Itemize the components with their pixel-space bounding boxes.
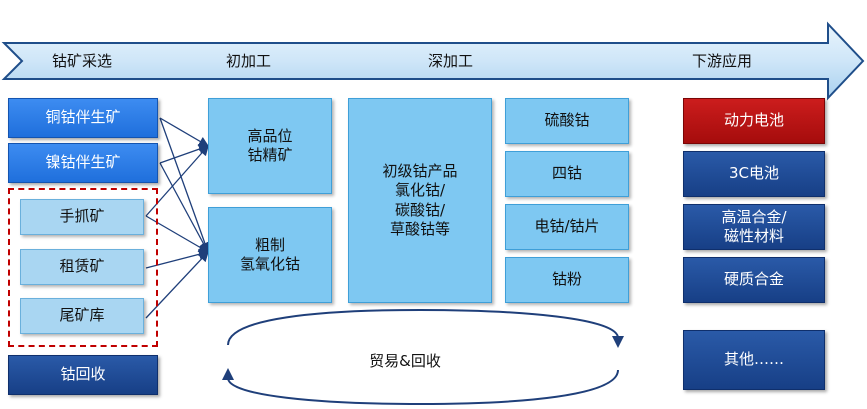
deep-line3: 碳酸钴/ — [394, 200, 446, 219]
hand-mining-label: 手抓矿 — [59, 207, 105, 226]
high-grade-concentrate-box: 高品位 钴精矿 — [208, 98, 332, 194]
cobalt-oxide-label: 四钴 — [551, 164, 582, 183]
hand-mining-box: 手抓矿 — [20, 199, 144, 235]
crude-line2: 氢氧化钴 — [239, 255, 300, 273]
tailings-box: 尾矿库 — [20, 298, 144, 334]
battery-3c-label: 3C电池 — [728, 164, 780, 183]
alloy-line2: 磁性材料 — [723, 227, 784, 245]
leased-mine-label: 租赁矿 — [59, 257, 105, 276]
primary-cobalt-products-box: 初级钴产品 氯化钴/ 碳酸钴/ 草酸钴等 — [348, 98, 492, 303]
nickel-cobalt-ore-box: 镍钴伴生矿 — [8, 143, 158, 183]
stage-downstream: 下游应用 — [692, 52, 753, 70]
alloy-line1: 高温合金/ — [721, 207, 787, 226]
high-grade-line2: 钴精矿 — [247, 146, 293, 164]
stage-primary: 初加工 — [226, 52, 272, 70]
cobalt-metal-box: 电钴/钴片 — [505, 204, 629, 250]
deep-line2: 氯化钴/ — [394, 181, 446, 199]
cobalt-sulfate-box: 硫酸钴 — [505, 98, 629, 144]
superalloy-magnetic-box: 高温合金/ 磁性材料 — [683, 204, 825, 250]
power-battery-box: 动力电池 — [683, 98, 825, 144]
tailings-label: 尾矿库 — [59, 306, 105, 325]
cobalt-recycling-box: 钴回收 — [8, 355, 158, 395]
nickel-cobalt-ore-label: 镍钴伴生矿 — [45, 153, 121, 172]
copper-cobalt-ore-label: 铜钴伴生矿 — [45, 108, 121, 127]
cobalt-powder-label: 钴粉 — [551, 270, 582, 289]
power-battery-label: 动力电池 — [723, 111, 784, 130]
deep-line1: 初级钴产品 — [382, 161, 458, 180]
copper-cobalt-ore-box: 铜钴伴生矿 — [8, 98, 158, 138]
stage-mining: 钴矿采选 — [52, 52, 113, 70]
cobalt-powder-box: 钴粉 — [505, 257, 629, 303]
other-applications-box: 其他…… — [683, 330, 825, 390]
crude-hydroxide-box: 粗制 氢氧化钴 — [208, 207, 332, 303]
hard-alloy-box: 硬质合金 — [683, 257, 825, 303]
cobalt-recycling-label: 钴回收 — [60, 365, 106, 384]
stage-deep: 深加工 — [428, 52, 474, 70]
hard-alloy-label: 硬质合金 — [723, 270, 784, 289]
other-applications-label: 其他…… — [723, 350, 784, 369]
high-grade-line1: 高品位 — [247, 126, 293, 145]
cobalt-metal-label: 电钴/钴片 — [534, 217, 600, 236]
cobalt-sulfate-label: 硫酸钴 — [544, 111, 590, 130]
artisanal-sources-group — [8, 188, 158, 347]
crude-line1: 粗制 — [254, 235, 285, 254]
cobalt-oxide-box: 四钴 — [505, 151, 629, 197]
trade-recycling-label: 贸易&回收 — [369, 352, 441, 370]
leased-mine-box: 租赁矿 — [20, 249, 144, 285]
deep-line4: 草酸钴等 — [389, 220, 450, 238]
battery-3c-box: 3C电池 — [683, 151, 825, 197]
